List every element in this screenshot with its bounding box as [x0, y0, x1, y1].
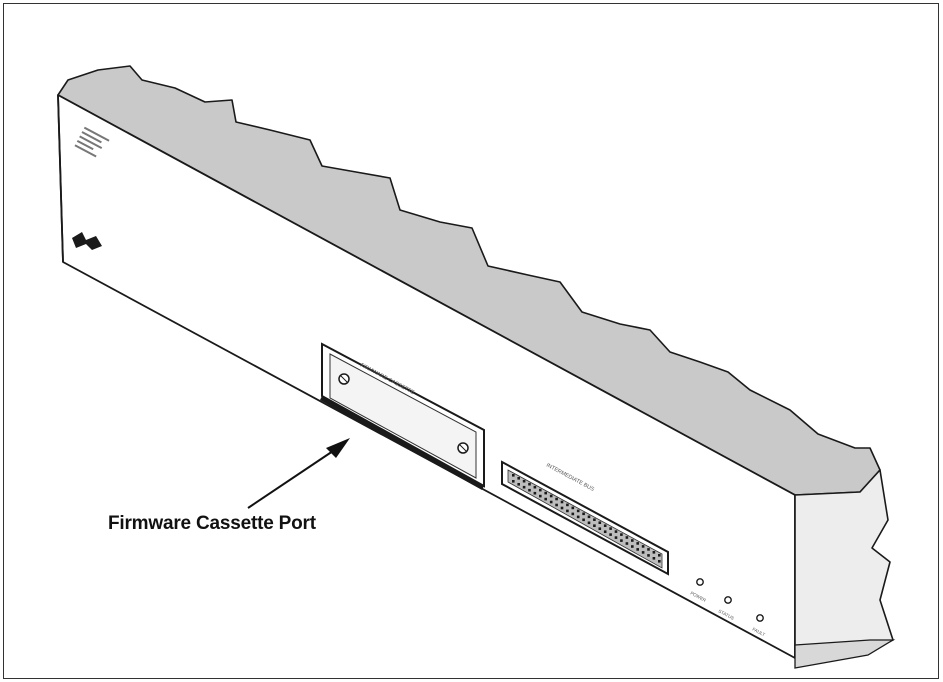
connector-pin: [555, 497, 558, 501]
led-label-fault: FAULT: [752, 626, 767, 637]
connector-pin: [587, 521, 591, 525]
connector-pin: [631, 539, 634, 542]
model-label-plate: [74, 126, 110, 158]
fault-led-icon: [756, 614, 764, 622]
connector-pin: [587, 515, 591, 519]
connector-pin: [658, 560, 661, 563]
connector-pin: [566, 503, 569, 507]
connector-pin: [609, 527, 612, 530]
connector-pin: [614, 530, 618, 533]
connector-pin: [566, 509, 569, 513]
connector-pin: [522, 485, 526, 489]
logo-icon: [72, 232, 102, 250]
connector-pin: [517, 483, 520, 486]
connector-pin: [641, 551, 645, 554]
connector-pin: [609, 533, 612, 536]
connector-pin: [598, 527, 602, 530]
connector-pin: [647, 548, 650, 551]
connector-pin: [652, 551, 656, 554]
connector-pin: [603, 530, 607, 533]
device-top-surface: [57, 65, 881, 496]
power-led-icon: [696, 578, 704, 586]
connector-pin: [593, 524, 596, 527]
connector-pin: [636, 548, 639, 551]
connector-pin: [560, 506, 564, 510]
callout-arrow: [247, 438, 350, 509]
device-side-end: [794, 469, 894, 659]
connector-pin: [539, 488, 542, 492]
device-bottom-lip: [794, 639, 896, 669]
connector-pin: [582, 518, 585, 522]
connector-pin: [658, 554, 661, 557]
connector-pin: [533, 485, 537, 489]
connector-pin: [522, 479, 526, 483]
connector-pin: [571, 506, 575, 510]
callout-label: Firmware Cassette Port: [108, 513, 316, 534]
connector-pin: [544, 491, 547, 495]
connector-pin: [647, 554, 650, 557]
connector-pin: [528, 482, 531, 486]
connector-pin: [549, 494, 553, 498]
connector-pin: [625, 536, 629, 539]
connector-pin: [512, 480, 515, 483]
connector-pin: [528, 488, 531, 492]
connector-pin: [533, 491, 537, 495]
connector-pin: [625, 542, 629, 545]
connector-pin: [544, 497, 547, 501]
connector-pin: [512, 474, 515, 477]
connector-pin: [576, 509, 580, 513]
connector-pin: [614, 536, 618, 539]
status-led-icon: [724, 596, 732, 604]
connector-pin: [560, 500, 564, 504]
arrow-head-icon: [326, 438, 350, 458]
connector-pin: [539, 494, 542, 498]
connector-pin: [549, 500, 553, 504]
connector-pin: [582, 512, 585, 516]
connector-pin: [571, 512, 575, 516]
connector-pin: [576, 515, 580, 519]
connector-pin: [620, 533, 623, 536]
connector-pin: [593, 518, 596, 521]
connector-pin: [598, 521, 602, 524]
connector-pin: [636, 542, 639, 545]
connector-pin: [517, 477, 520, 480]
connector-pin: [555, 503, 558, 507]
connector-pins: [512, 474, 661, 563]
connector-pin: [631, 545, 634, 548]
connector-pin: [652, 557, 656, 560]
connector-pin: [603, 524, 607, 527]
connector-pin: [641, 545, 645, 548]
connector-pin: [620, 539, 623, 542]
